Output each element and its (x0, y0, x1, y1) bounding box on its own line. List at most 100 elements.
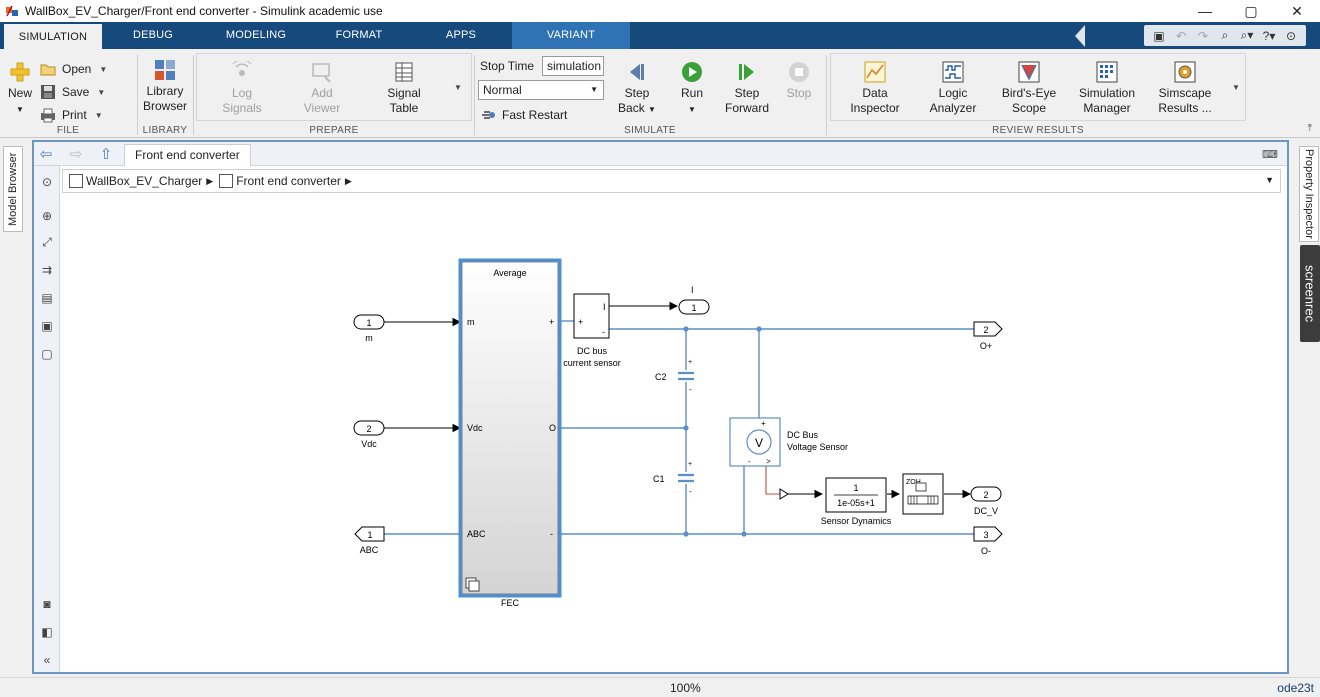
signal-route-icon[interactable]: ⇉ (41, 263, 53, 277)
collapse-left-icon[interactable]: « (43, 653, 51, 667)
sensor-dynamics-block[interactable]: 1 1e-05s+1 Sensor Dynamics (821, 477, 892, 526)
search-icon[interactable]: ⌕ (1221, 28, 1229, 42)
fast-restart-label: Fast Restart (502, 108, 568, 122)
inport-vdc[interactable]: 2 Vdc (353, 420, 385, 449)
data-inspector-button[interactable]: Data Inspector (844, 61, 906, 116)
signal-table-icon (393, 61, 415, 83)
stop-button[interactable]: Stop (782, 61, 816, 101)
outport-i-name: I (691, 285, 694, 295)
up-arrow-icon[interactable]: ⇧ (99, 146, 113, 163)
camera-icon[interactable]: ◙ (43, 597, 51, 611)
simscape-results-label-1: Simscape (1158, 86, 1212, 100)
collapse-ribbon-icon[interactable]: ⊙ (1285, 28, 1297, 43)
breadcrumb-item-subsystem[interactable]: Front end converter ▶ (219, 174, 352, 188)
area-icon[interactable]: ▢ (41, 347, 53, 361)
status-bar: 100% ode23t (0, 677, 1320, 697)
capacitor-c2[interactable]: + - C2 (655, 359, 696, 394)
editor-tab-front-end-converter[interactable]: Front end converter (124, 144, 251, 166)
close-button[interactable]: ✕ (1291, 2, 1303, 19)
model-data-icon[interactable]: ◧ (41, 625, 53, 639)
outport-o-plus[interactable]: 2 O+ (973, 321, 1003, 351)
inport-abc[interactable]: 1 ABC (354, 526, 385, 555)
voltage-sensor-symbol: V (755, 436, 763, 450)
solver-name[interactable]: ode23t (1277, 681, 1314, 695)
birds-eye-scope-button[interactable]: Bird's-Eye Scope (998, 61, 1060, 116)
outport-i[interactable]: 1 I (678, 285, 710, 315)
prepare-expand-icon[interactable]: ▼ (454, 83, 462, 92)
window-title: WallBox_EV_Charger/Front end converter -… (25, 4, 383, 18)
fit-to-view-icon[interactable]: ⤢ (42, 234, 52, 249)
subsystem-icon (219, 174, 234, 188)
step-back-icon (626, 61, 648, 83)
save-icon[interactable]: ▣ (1153, 28, 1165, 43)
inport-m[interactable]: 1 m (353, 314, 385, 343)
run-button[interactable]: Run▼ (672, 61, 712, 117)
tab-variant-subsystem[interactable]: VARIANT SUBSYSTEM (512, 22, 630, 68)
maximize-button[interactable]: ▢ (1244, 2, 1258, 19)
voltage-sensor-minus: - (748, 457, 751, 466)
outport-o-minus[interactable]: 3 O- (973, 526, 1003, 556)
signal-table-button[interactable]: Signal Table (378, 61, 430, 116)
image-icon[interactable]: ▣ (41, 319, 53, 333)
annotation-icon[interactable]: ▤ (41, 291, 53, 305)
hide-show-icon[interactable]: ⊙ (41, 175, 53, 189)
redo-icon[interactable]: ↷ (1197, 28, 1209, 43)
forward-arrow-icon[interactable]: ⇨ (69, 146, 83, 163)
collapse-toolstrip-icon[interactable]: ⤒ (1307, 123, 1312, 134)
step-forward-button[interactable]: Step Forward (722, 61, 772, 116)
find-icon[interactable]: ⌕▾ (1240, 28, 1254, 42)
add-viewer-button[interactable]: Add Viewer (296, 61, 348, 116)
fast-restart-toggle[interactable]: Fast Restart (480, 105, 567, 125)
library-group-label: LIBRARY (142, 125, 188, 136)
tab-apps[interactable]: APPS (445, 29, 477, 41)
stop-label: Stop (786, 86, 812, 100)
minimize-button[interactable]: — (1198, 3, 1212, 19)
print-button[interactable]: Print▼ (40, 105, 103, 125)
breadcrumb-item-model[interactable]: WallBox_EV_Charger ▶ (69, 174, 213, 188)
file-group: New▼ Open▼ Save▼ Print▼ FILE (0, 53, 136, 137)
tab-debug[interactable]: DEBUG (132, 29, 174, 41)
log-signals-button[interactable]: Log Signals (216, 59, 268, 116)
stop-time-input[interactable]: simulation (542, 56, 604, 76)
screenrec-overlay: screenrec (1300, 245, 1320, 342)
breadcrumb-dropdown-icon[interactable]: ▼ (1265, 175, 1274, 185)
voltage-sensor-name-2: Voltage Sensor (787, 442, 848, 452)
library-browser-icon (154, 59, 176, 81)
outport-o-minus-number: 3 (983, 530, 988, 540)
viewer-label-1: Add (311, 86, 333, 100)
model-browser-tab[interactable]: Model Browser (3, 146, 23, 232)
logic-analyzer-button[interactable]: Logic Analyzer (922, 61, 984, 116)
step-back-label-1: Step (624, 86, 650, 100)
open-button[interactable]: Open▼ (40, 59, 107, 79)
library-browser-button[interactable]: Library Browser (142, 59, 188, 114)
zoom-level[interactable]: 100% (670, 681, 701, 695)
simulation-manager-button[interactable]: Simulation Manager (1074, 61, 1140, 116)
zero-order-hold-block[interactable]: ZOH (902, 473, 944, 515)
tab-modeling[interactable]: MODELING (225, 29, 287, 41)
tab-format[interactable]: FORMAT (335, 29, 383, 41)
outport-dc-v[interactable]: 2 DC_V (970, 486, 1002, 516)
current-sensor-block[interactable]: I + - DC bus current sensor (563, 293, 621, 368)
keyboard-icon[interactable]: ⌨ (1262, 148, 1278, 161)
outport-o-plus-name: O+ (980, 341, 992, 351)
zoom-icon[interactable]: ⊕ (41, 209, 53, 223)
log-label-1: Log (231, 86, 253, 100)
fec-subsystem-block[interactable]: Average m Vdc ABC + O - FEC (458, 258, 562, 608)
property-inspector-tab[interactable]: Property Inspector (1299, 146, 1319, 242)
tab-simulation[interactable]: SIMULATION (4, 22, 102, 49)
help-icon[interactable]: ?▾ (1262, 28, 1276, 43)
voltage-sensor-block[interactable]: V + - > DC Bus Voltage Sensor (729, 417, 848, 467)
inport-m-number: 1 (366, 318, 371, 328)
capacitor-c1[interactable]: + - C1 (653, 461, 696, 496)
new-button[interactable]: New▼ (6, 61, 34, 117)
print-label: Print (62, 108, 87, 122)
save-button[interactable]: Save▼ (40, 82, 105, 102)
step-back-button[interactable]: Step Back ▼ (616, 61, 658, 117)
back-arrow-icon[interactable]: ⇦ (39, 146, 53, 163)
review-expand-icon[interactable]: ▼ (1232, 83, 1240, 92)
table-label-1: Signal (387, 86, 421, 100)
simscape-results-button[interactable]: Simscape Results ... (1152, 61, 1218, 116)
undo-icon[interactable]: ↶ (1175, 28, 1187, 43)
simulation-mode-select[interactable]: Normal ▼ (478, 80, 604, 100)
diagram-canvas[interactable]: 1 m 2 Vdc 1 ABC Average (64, 196, 1285, 672)
